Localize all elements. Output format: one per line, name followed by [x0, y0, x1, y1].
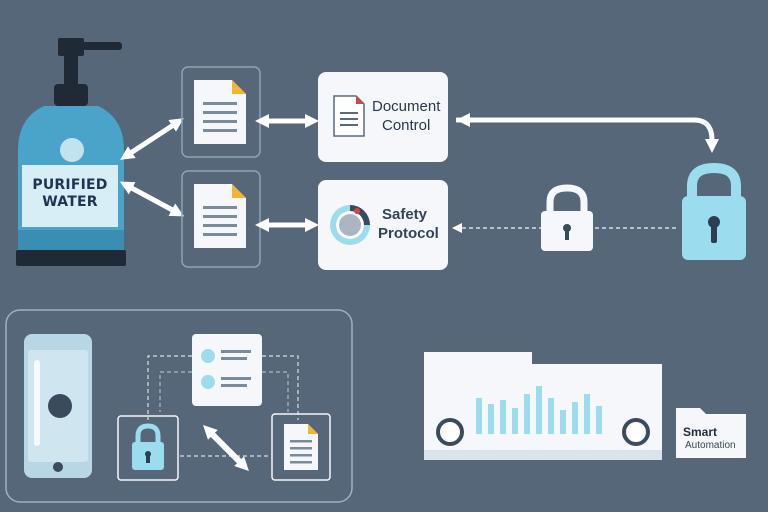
- document-control-line2: Control: [382, 117, 431, 134]
- padlock-icon-panel: [117, 415, 179, 481]
- padlock-icon-large: [682, 162, 746, 260]
- document-control-icon: [333, 95, 365, 137]
- document-icon-panel: [271, 413, 331, 481]
- pump-bottle-icon: [16, 38, 126, 266]
- document-control-box: [318, 72, 448, 162]
- panel-diagonal-arrow: [203, 425, 249, 471]
- safety-protocol-box: [318, 180, 448, 270]
- document-icon-top: [181, 66, 261, 158]
- bottle-to-doc2-arrow: [119, 181, 185, 217]
- folder-icon: [676, 408, 746, 458]
- checklist-card: [192, 334, 262, 406]
- target-icon: [330, 205, 370, 245]
- smart-automation-line2: Automation: [685, 440, 736, 451]
- document-icon-middle: [181, 170, 261, 268]
- document-control-line1: Document: [372, 98, 441, 115]
- document-control-label: Document Control: [372, 97, 440, 135]
- bottle-label: PURIFIED WATER: [22, 177, 118, 211]
- control-to-lock-arrow: [456, 113, 719, 153]
- smart-automation-label: Smart Automation: [680, 426, 744, 452]
- bottle-label-line2: WATER: [42, 194, 98, 210]
- bottle-label-line1: PURIFIED: [32, 177, 108, 193]
- lock-to-safety-dashed-arrow: [452, 223, 676, 233]
- safety-protocol-line2: Protocol: [378, 225, 439, 242]
- padlock-icon-small: [541, 184, 593, 251]
- machine-icon: [424, 352, 662, 460]
- bottle-to-doc1-arrow: [120, 118, 184, 160]
- smart-automation-line1: Smart: [683, 425, 718, 439]
- safety-protocol-line1: Safety: [382, 206, 428, 223]
- smartphone-icon: [24, 334, 92, 478]
- mobile-workflow-panel: [5, 309, 353, 503]
- safety-protocol-label: Safety Protocol: [378, 205, 439, 243]
